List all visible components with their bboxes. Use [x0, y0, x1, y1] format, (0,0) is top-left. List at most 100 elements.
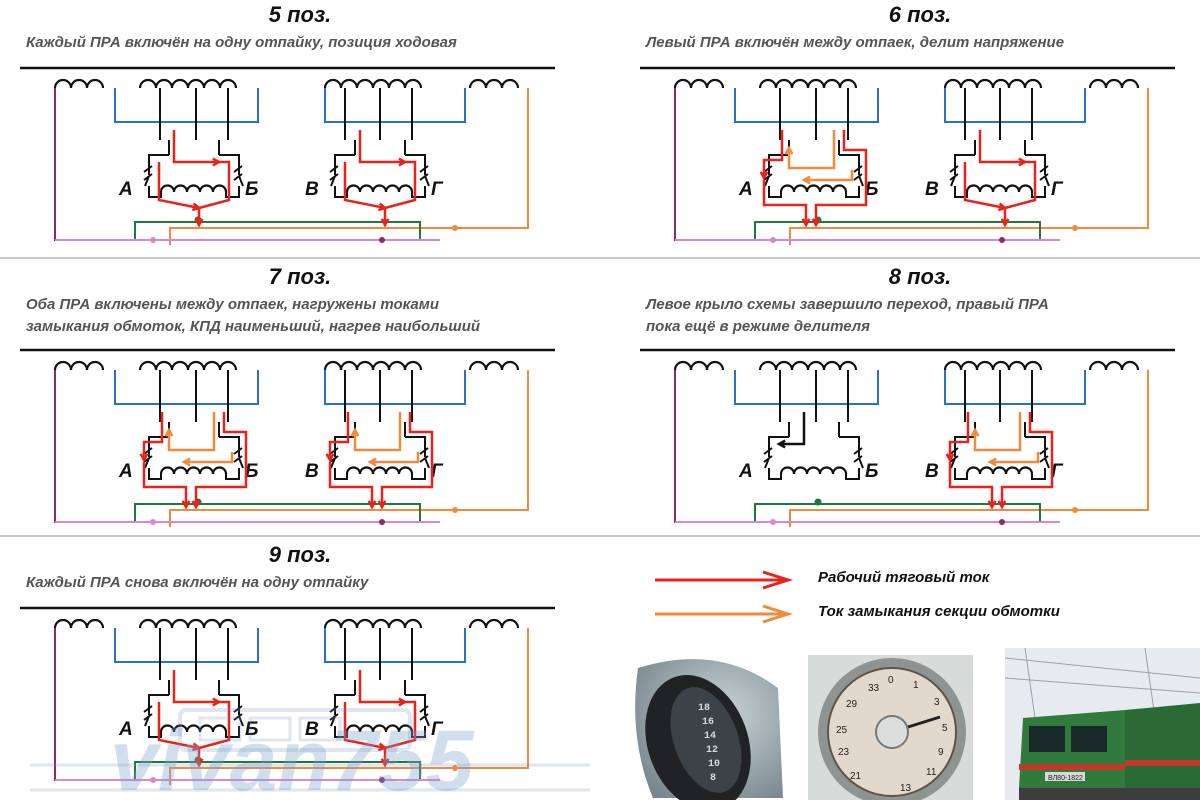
reactor-wire	[845, 468, 860, 480]
panel-title: 7 поз.	[268, 264, 332, 289]
contactor-label: Г	[1051, 179, 1064, 200]
reactor-wire	[334, 186, 348, 198]
svg-text:10: 10	[708, 759, 720, 770]
winding-section	[323, 78, 423, 89]
desc-line: Каждый ПРА снова включён на одну отпайку	[26, 574, 369, 591]
traction-current-head	[194, 758, 204, 768]
contactor-label: Г	[431, 719, 444, 740]
junction-dot	[814, 498, 822, 506]
traction-current-head	[945, 453, 955, 463]
traction-current	[142, 462, 188, 507]
panel-pos9: 9 поз. Каждый ПРА снова включён на одну …	[20, 540, 580, 800]
reactor-wire	[225, 468, 240, 480]
svg-text:5: 5	[942, 723, 948, 734]
legend-traction-arrow	[655, 570, 793, 590]
traction-current	[963, 162, 1006, 210]
contactor-label: В	[925, 179, 939, 200]
traction-current-head	[997, 202, 1008, 212]
traction-current	[814, 130, 868, 225]
contactor-symbol	[1039, 447, 1050, 469]
traction-current-head	[801, 218, 811, 228]
winding-section	[53, 360, 105, 371]
reactor-wire	[768, 468, 782, 480]
closing-current	[370, 452, 420, 464]
reactor-coil	[779, 184, 848, 193]
winding-section	[1088, 360, 1140, 371]
desc-line: Левое крыло схемы завершило переход, пра…	[646, 296, 1049, 313]
bus-left	[674, 88, 1000, 241]
contactor-wire	[839, 436, 860, 457]
traction-current	[383, 700, 417, 765]
desc-line: Оба ПРА включены между отпаек, нагружены…	[26, 296, 440, 313]
traction-current-head	[377, 742, 388, 752]
closing-current	[184, 452, 234, 464]
junction-dot	[1072, 507, 1078, 513]
contactor-wire	[768, 154, 789, 175]
contactor-wire	[334, 436, 355, 457]
winding-section	[468, 360, 520, 371]
reactor-coil	[779, 466, 848, 475]
desc-line: Каждый ПРА включён на одну отпайку, пози…	[26, 34, 457, 51]
traction-current-head	[759, 171, 769, 181]
winding-section	[468, 78, 520, 89]
junction-dot	[999, 519, 1005, 525]
traction-current	[380, 412, 434, 507]
contactor-label: В	[925, 461, 939, 482]
traction-current	[343, 162, 386, 210]
contactor-wire	[1025, 436, 1046, 457]
traction-current-head	[367, 500, 377, 510]
bus-green	[134, 221, 421, 240]
contactor-label: Б	[245, 179, 258, 200]
winding-section	[673, 78, 725, 89]
traction-current	[1003, 160, 1037, 225]
reactor-wire	[148, 186, 162, 198]
svg-text:12: 12	[706, 745, 718, 756]
reactor-wire	[411, 726, 426, 738]
junction-dot	[452, 225, 458, 231]
closing-current-head	[367, 457, 377, 467]
reactor-wire	[334, 468, 348, 480]
traction-current	[358, 130, 405, 164]
winding-feed	[114, 88, 259, 123]
reactor-wire	[411, 468, 426, 480]
contactor-label: А	[738, 179, 753, 200]
winding-section	[53, 78, 105, 89]
winding-feed	[944, 370, 1086, 405]
panel-title: 5 поз.	[268, 2, 332, 27]
traction-current-head	[1000, 218, 1010, 228]
traction-current-head	[987, 500, 997, 510]
traction-current	[383, 160, 417, 225]
traction-current	[197, 700, 231, 765]
svg-text:8: 8	[710, 773, 716, 784]
bus-right	[789, 370, 1149, 527]
traction-current-head	[325, 453, 335, 463]
svg-text:11: 11	[926, 767, 937, 778]
reactor-wire	[845, 186, 860, 198]
winding-feed	[734, 88, 879, 123]
contactor-label: Б	[245, 719, 258, 740]
reactor-coil	[345, 184, 414, 193]
contactor-symbol	[419, 705, 430, 727]
svg-text:9: 9	[938, 747, 944, 758]
reactor-coil	[965, 466, 1034, 475]
svg-text:3: 3	[934, 697, 940, 708]
panel-description: Левое крыло схемы завершило переход, пра…	[646, 294, 1200, 338]
closing-current-head	[987, 457, 997, 467]
junction-dot	[150, 777, 156, 783]
closing-current-head	[970, 427, 980, 437]
traction-current-head	[191, 202, 202, 212]
winding-section	[943, 78, 1043, 89]
reactor-coil	[159, 466, 228, 475]
contactor-wire	[219, 436, 240, 457]
traction-current	[358, 670, 405, 704]
svg-text:1: 1	[913, 680, 919, 691]
traction-current-head	[191, 500, 201, 510]
contactor-label: Г	[1051, 461, 1064, 482]
traction-current	[172, 130, 219, 164]
traction-current	[343, 702, 386, 750]
